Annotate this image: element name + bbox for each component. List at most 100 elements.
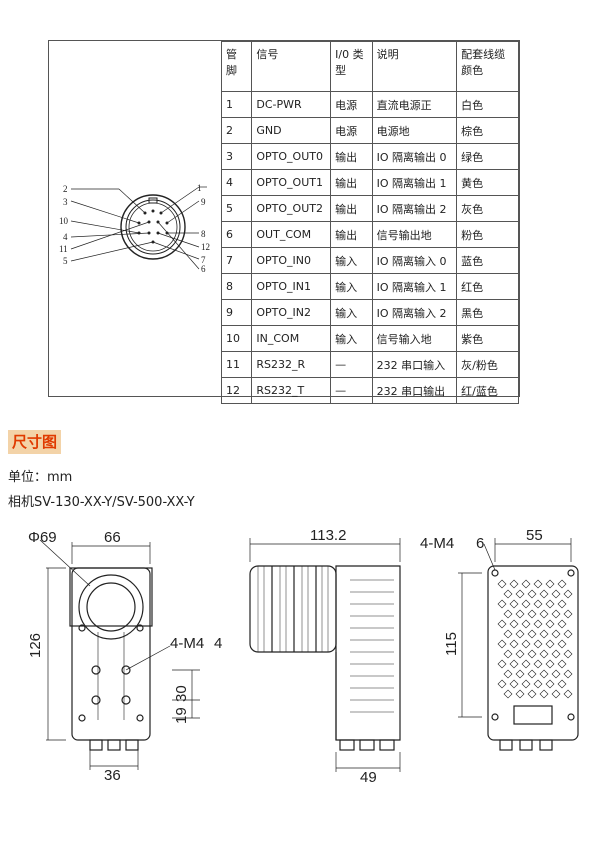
table-cell: — (330, 351, 373, 378)
vent-hole (545, 619, 555, 629)
vent-hole (521, 619, 531, 629)
connector-pin-label: 12 (201, 242, 210, 252)
back-view (487, 565, 579, 751)
vent-hole (527, 669, 537, 679)
vent-hole (509, 639, 519, 649)
table-cell: 直流电源正 (371, 91, 458, 118)
header-cell: 信号 (251, 41, 332, 92)
table-cell: IO 隔离输出 1 (371, 169, 458, 196)
dim-front-width: 66 (104, 529, 121, 546)
vent-hole (527, 689, 537, 699)
table-cell: IO 隔离输出 2 (371, 195, 458, 222)
dim-front-height: 126 (27, 633, 44, 658)
vent-hole (563, 629, 573, 639)
table-cell: 12 (220, 377, 253, 404)
table-cell: OUT_COM (251, 221, 332, 248)
connector-pin-label: 1 (197, 183, 202, 193)
table-cell: IO 隔离输入 1 (371, 273, 458, 300)
vent-hole (533, 619, 543, 629)
vent-hole (545, 659, 555, 669)
vent-hole (527, 649, 537, 659)
dim-front-bottom-width: 36 (104, 767, 121, 784)
vent-hole (551, 649, 561, 659)
vent-hole (563, 669, 573, 679)
table-cell: 输入 (330, 273, 373, 300)
vent-hole (563, 649, 573, 659)
connector-pin-label: 8 (201, 229, 206, 239)
table-cell: 棕色 (456, 117, 519, 144)
table-cell: GND (251, 117, 332, 144)
vent-hole (539, 609, 549, 619)
dim-front-hole-spacing: 30 (173, 685, 190, 702)
table-cell: 红/蓝色 (456, 377, 519, 404)
dim-front-diameter: Φ69 (28, 529, 57, 546)
vent-hole (521, 579, 531, 589)
table-cell: — (330, 377, 373, 404)
table-cell: 黄色 (456, 169, 519, 196)
table-cell: OPTO_IN0 (251, 247, 332, 274)
connector-pin-label: 7 (201, 255, 206, 265)
vent-hole (521, 599, 531, 609)
connector-pin-label: 3 (63, 197, 68, 207)
table-cell: DC-PWR (251, 91, 332, 118)
dim-front-hole-offset: 19 (173, 707, 190, 724)
dim-side-bottom: 49 (360, 769, 377, 786)
vent-hole (503, 629, 513, 639)
table-cell: OPTO_OUT0 (251, 143, 332, 170)
connector-pin-label: 10 (59, 216, 69, 226)
vent-hole (557, 579, 567, 589)
table-header-row: 管脚 信号 I/0 类型 说明 配套线缆颜色 (220, 41, 519, 92)
table-cell: IO 隔离输出 0 (371, 143, 458, 170)
header-cell: 配套线缆颜色 (456, 41, 519, 92)
back-vent-grid (497, 579, 573, 699)
vent-hole (551, 589, 561, 599)
side-view (249, 565, 401, 751)
vent-hole (515, 609, 525, 619)
vent-hole (545, 679, 555, 689)
vent-hole (557, 619, 567, 629)
connector-pin-label: 9 (201, 197, 206, 207)
vent-hole (533, 599, 543, 609)
table-cell: 白色 (456, 91, 519, 118)
table-cell: 电源 (330, 91, 373, 118)
table-cell: 蓝色 (456, 247, 519, 274)
dim-side-length: 113.2 (310, 527, 346, 544)
vent-hole (533, 679, 543, 689)
table-cell: 4 (220, 169, 253, 196)
table-cell: 电源地 (371, 117, 458, 144)
table-cell: 绿色 (456, 143, 519, 170)
dim-front-screw-depth: 4 (214, 635, 222, 652)
vent-hole (545, 579, 555, 589)
table-cell: 电源 (330, 117, 373, 144)
table-cell: 5 (220, 195, 253, 222)
vent-hole (551, 689, 561, 699)
connector-diagram: 1 2 3 4 5 6 7 8 9 10 11 12 (59, 183, 210, 274)
table-cell: 灰/粉色 (456, 351, 519, 378)
table-cell: IN_COM (251, 325, 332, 352)
vent-hole (545, 599, 555, 609)
table-cell: 输入 (330, 299, 373, 326)
vent-hole (515, 649, 525, 659)
table-cell: 10 (220, 325, 253, 352)
table-cell: 8 (220, 273, 253, 300)
vent-hole (527, 629, 537, 639)
table-cell: 3 (220, 143, 253, 170)
vent-hole (497, 579, 507, 589)
table-cell: 9 (220, 299, 253, 326)
vent-hole (539, 649, 549, 659)
vent-hole (503, 609, 513, 619)
table-cell: 粉色 (456, 221, 519, 248)
vent-hole (503, 689, 513, 699)
pinout-table-panel: 1 2 3 4 5 6 7 8 9 10 11 12 管脚 信号 I/0 类型 … (48, 40, 520, 404)
vent-hole (515, 589, 525, 599)
connector-pin-label: 5 (63, 256, 68, 266)
vent-hole (539, 689, 549, 699)
